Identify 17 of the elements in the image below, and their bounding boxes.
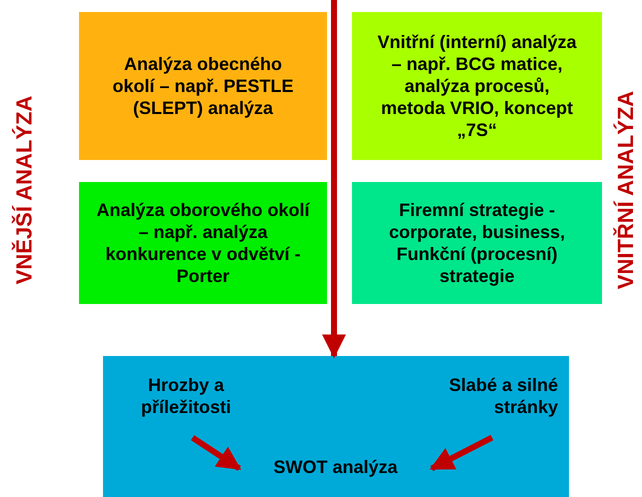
arrow bbox=[322, 0, 346, 358]
panel-text: Slabé a silné stránky bbox=[448, 374, 558, 418]
vertical-heading: VNĚJŠÍ ANALÝZA bbox=[10, 96, 37, 284]
box-text: Firemní strategie - corporate, business, Funkční (procesní) strategie bbox=[388, 199, 566, 287]
process-box bbox=[79, 12, 327, 160]
process-box bbox=[352, 182, 602, 304]
process-box bbox=[79, 182, 327, 304]
process-box bbox=[352, 12, 602, 160]
arrow bbox=[430, 434, 494, 472]
swot-panel bbox=[103, 356, 569, 497]
vertical-heading: VNITŘNÍ ANALÝZA bbox=[613, 90, 640, 290]
panel-text: Hrozby a příležitosti bbox=[140, 374, 232, 418]
panel-text: SWOT analýza bbox=[273, 456, 398, 478]
box-text: Analýza oborového okolí – např. analýza konkurence v odvětví - Porter bbox=[95, 199, 311, 287]
arrow bbox=[190, 435, 242, 471]
box-text: Analýza obecného okolí – např. PESTLE (SLEPT) analýza bbox=[111, 53, 295, 119]
box-text: Vnitřní (interní) analýza – např. BCG matice, analýza procesů, metoda VRIO, koncept „7S“ bbox=[376, 31, 578, 141]
